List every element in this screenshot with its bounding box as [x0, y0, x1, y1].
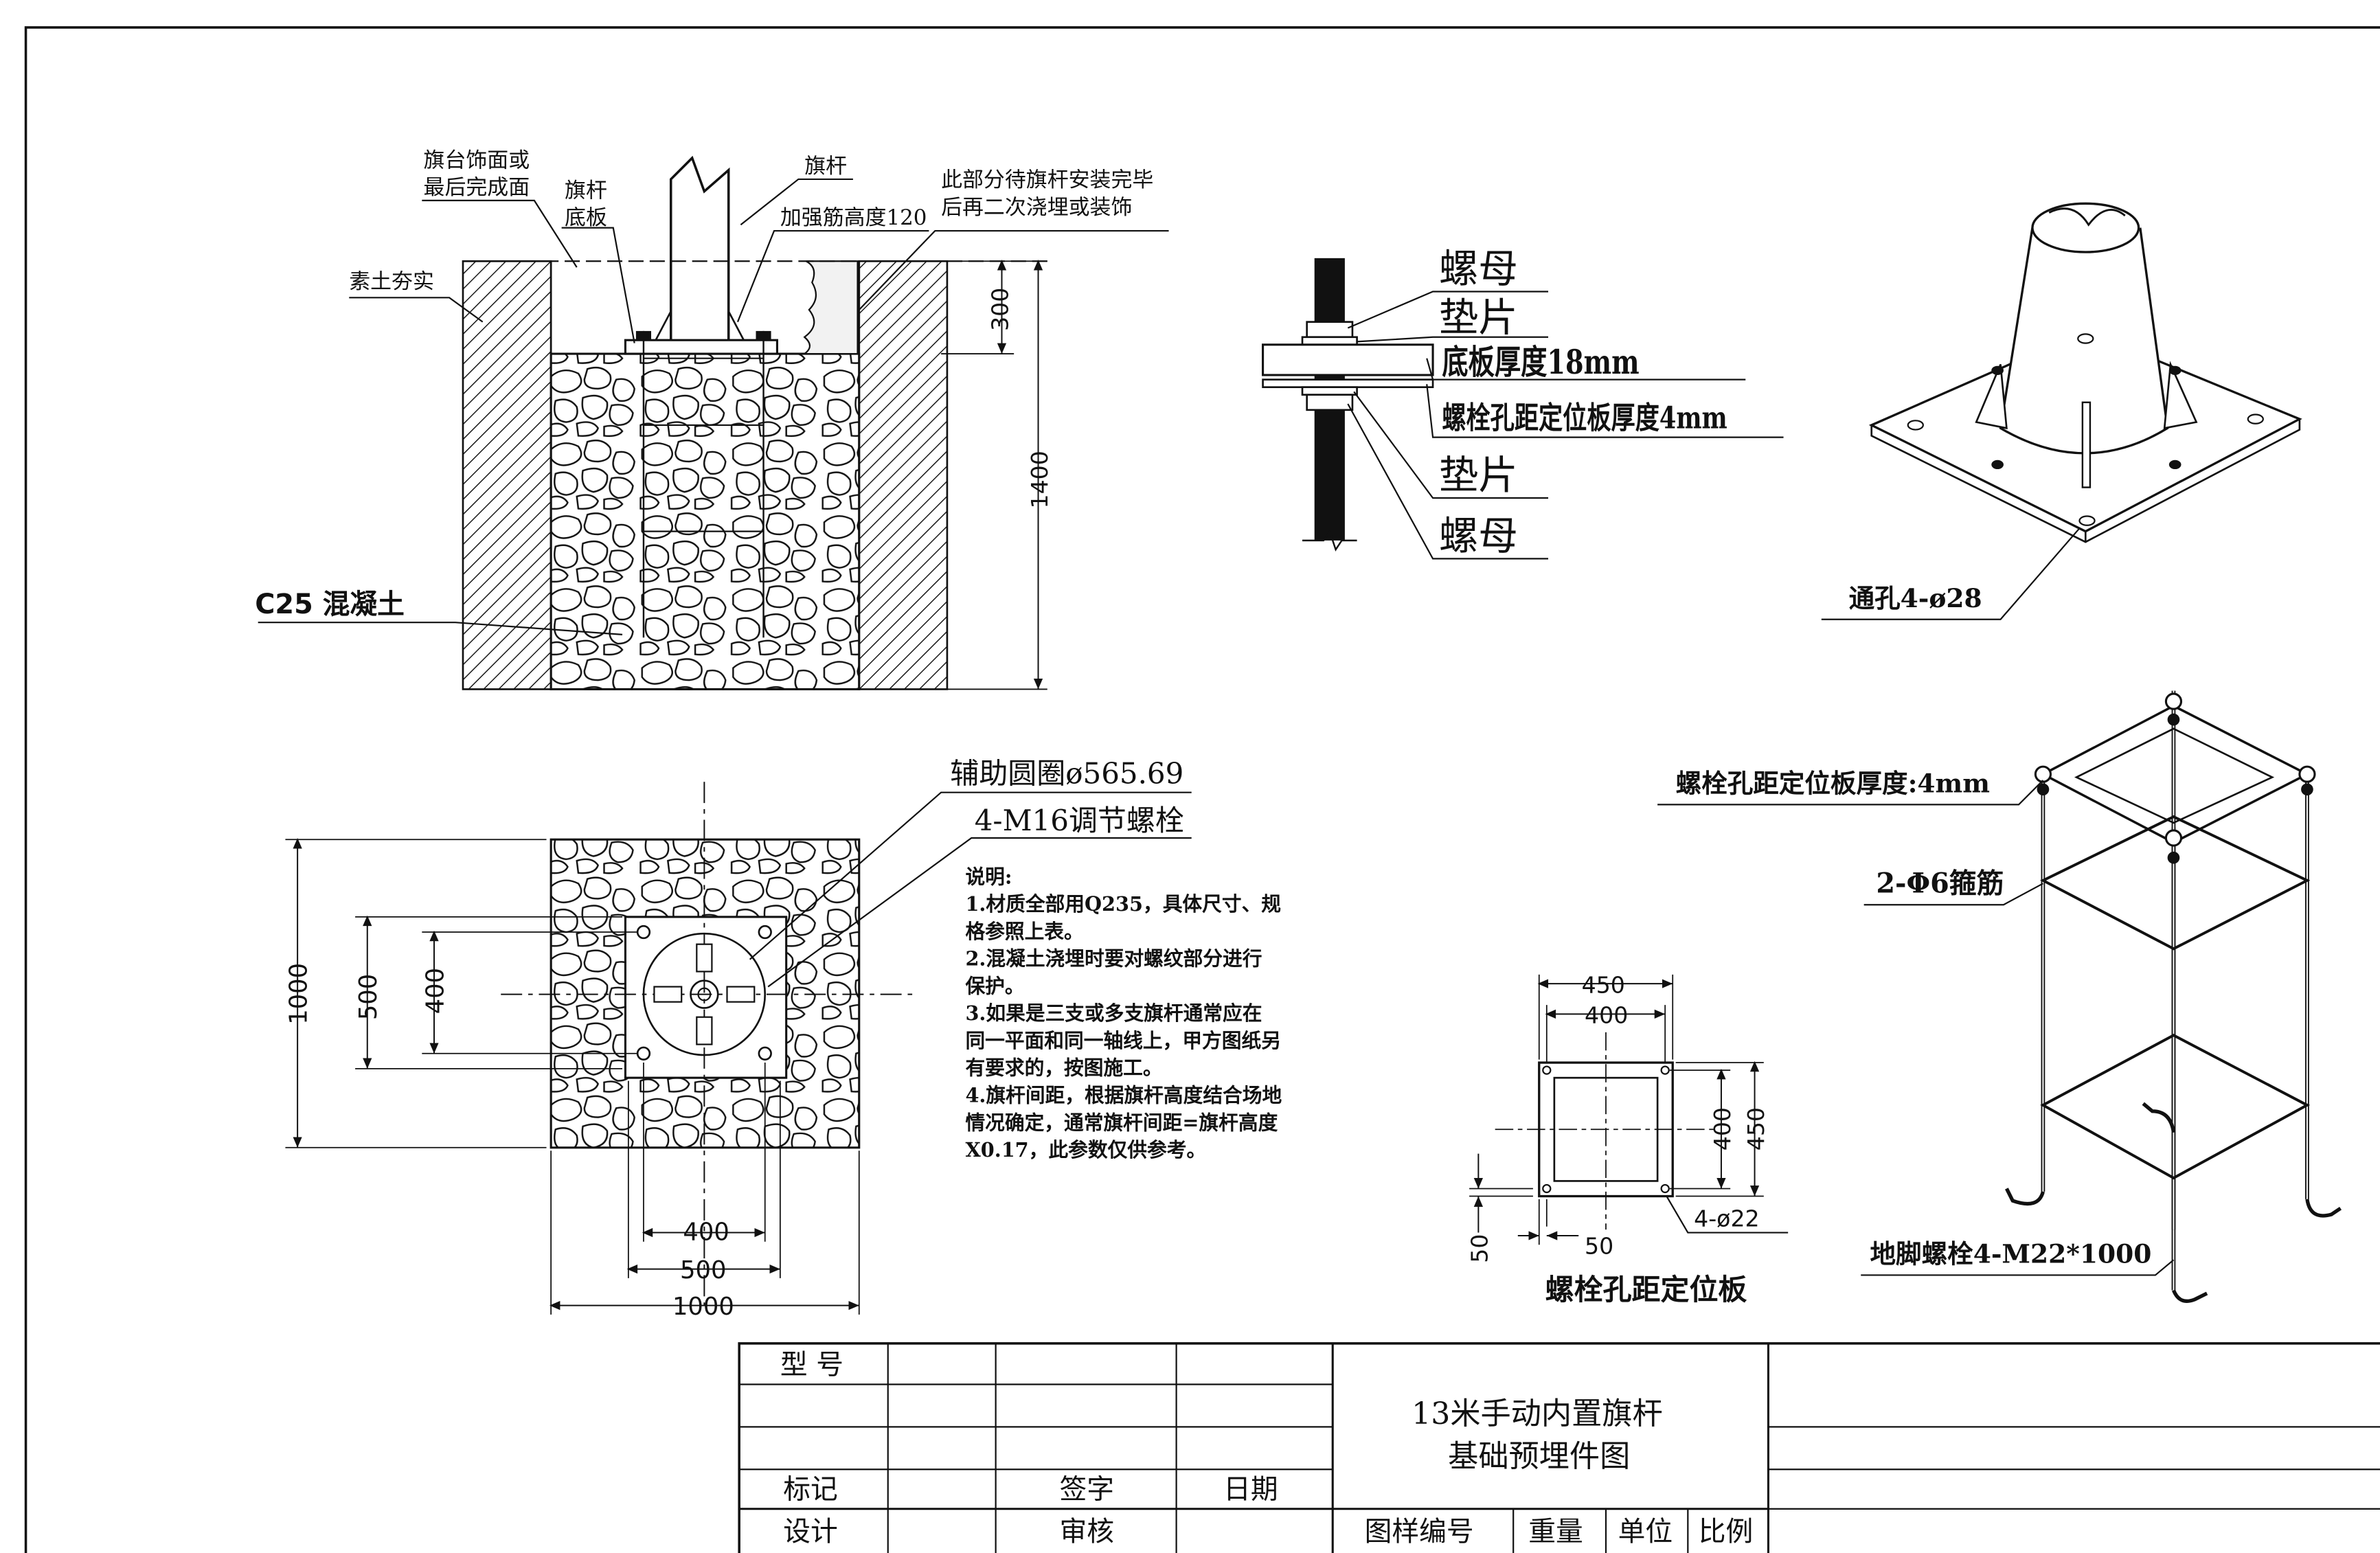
label-concrete: C25 混凝土 — [255, 589, 405, 620]
note-line: 2.混凝土浇埋时要对螺纹部分进行 — [965, 947, 1262, 971]
notes-block: 说明: 1.材质全部用Q235，具体尺寸、规 格参照上表。 2.混凝土浇埋时要对… — [965, 865, 1282, 1161]
base-plate-section — [624, 339, 778, 355]
label-pole-base-2: 底板 — [565, 205, 607, 230]
tb-mark-label: 标记 — [783, 1473, 838, 1505]
dim-450-top: 450 — [1582, 971, 1625, 998]
adjust-bolt — [758, 925, 772, 940]
label-anchor-bolts: 地脚螺栓4-M22*1000 — [1870, 1239, 2152, 1269]
section-view: 旗台饰面或 最后完成面 旗杆 底板 旗杆 加强筋高度120 此部分待旗杆安装完毕… — [255, 148, 1169, 690]
label-adjust-bolts: 4-M16调节螺栓 — [975, 804, 1184, 837]
label-washer-bottom: 垫片 — [1439, 453, 1518, 499]
label-through-holes: 通孔4-ø28 — [1849, 583, 1982, 613]
dim-v-400: 400 — [421, 968, 449, 1014]
label-cage-plate: 螺栓孔距定位板厚度:4mm — [1676, 769, 1990, 799]
label-base-thickness: 底板厚度18mm — [1442, 343, 1639, 382]
tb-weight-label: 重量 — [1528, 1516, 1583, 1548]
soil-hatch-right — [858, 260, 949, 690]
locator-plate-view: 450 400 400 450 50 50 4-ø22 螺栓孔距定位板 — [1466, 971, 1789, 1306]
title-block: 型 号 标记 签字 日期 设计 审核 13米手动内置旗杆 基础预埋件图 图样编号… — [738, 1342, 2380, 1553]
tb-sign-label: 签字 — [1059, 1473, 1114, 1505]
note-line: 保护。 — [965, 974, 1024, 997]
iso-base-plate: 通孔4-ø28 — [1821, 202, 2302, 620]
dim-400-top: 400 — [1585, 1002, 1628, 1029]
tb-design-label: 设计 — [783, 1516, 838, 1548]
sheet-border — [24, 26, 2380, 1553]
bolt-detail: 螺母 垫片 底板厚度18mm 螺栓孔距定位板厚度4mm 垫片 螺母 — [1262, 246, 1784, 560]
label-washer-top: 垫片 — [1439, 295, 1518, 341]
dim-450-side: 450 — [1743, 1107, 1769, 1150]
anchor-cage: 螺栓孔距定位板厚度:4mm 2-Φ6箍筋 地脚螺栓4-M22*1000 — [1657, 690, 2342, 1303]
label-pole: 旗杆 — [804, 154, 847, 179]
tb-scale-label: 比例 — [1699, 1516, 1754, 1548]
label-locator-thickness: 螺栓孔距定位板厚度4mm — [1442, 400, 1727, 435]
label-locator-holes: 4-ø22 — [1694, 1205, 1759, 1232]
dim-v-500: 500 — [354, 974, 383, 1020]
stirrup-ring — [2040, 1034, 2311, 1180]
dim-50-left: 50 — [1466, 1234, 1493, 1263]
tb-drawing-no-label: 图样编号 — [1365, 1516, 1474, 1548]
dim-h-500: 500 — [680, 1256, 726, 1284]
label-secondary-pour-2: 后再二次浇埋或装饰 — [941, 195, 1132, 220]
dim-h-400: 400 — [683, 1218, 729, 1247]
dim-depth-300: 300 — [986, 288, 1013, 331]
label-rib-height: 加强筋高度120 — [780, 205, 927, 230]
note-line: 同一平面和同一轴线上，甲方图纸另 — [965, 1029, 1281, 1052]
note-line: 3.如果是三支或多支旗杆通常应在 — [965, 1001, 1262, 1025]
base-plate-detail — [1262, 343, 1434, 376]
dim-50-bottom: 50 — [1585, 1232, 1613, 1259]
plan-view: 辅助圆圈ø565.69 4-M16调节螺栓 1000 500 400 400 5… — [284, 756, 1192, 1321]
label-stirrup: 2-Φ6箍筋 — [1876, 868, 2004, 900]
tb-review-label: 审核 — [1059, 1516, 1114, 1548]
label-aux-circle: 辅助圆圈ø565.69 — [950, 756, 1183, 790]
note-line: 情况确定，通常旗杆间距=旗杆高度 — [965, 1111, 1278, 1134]
tb-date-label: 日期 — [1223, 1473, 1278, 1505]
label-compacted-soil: 素土夯实 — [349, 269, 434, 294]
tb-unit-label: 单位 — [1618, 1516, 1673, 1548]
soil-hatch-left — [462, 260, 552, 690]
dim-h-1000: 1000 — [672, 1293, 734, 1321]
label-finish-surface-1: 旗台饰面或 — [424, 148, 530, 172]
note-line: 格参照上表。 — [965, 920, 1083, 943]
label-nut-top: 螺母 — [1439, 246, 1518, 292]
note-line: 1.材质全部用Q235，具体尺寸、规 — [965, 892, 1281, 916]
note-line: 4.旗杆间距，根据旗杆高度结合场地 — [965, 1084, 1282, 1107]
dim-400-side: 400 — [1709, 1107, 1736, 1150]
note-line: 有要求的，按图施工。 — [965, 1056, 1162, 1080]
flagpole-section — [669, 155, 730, 341]
dim-v-1000: 1000 — [284, 963, 313, 1025]
secondary-pour-fill — [802, 260, 859, 355]
stirrup-ring — [2040, 815, 2311, 951]
concrete-stone-fill — [549, 352, 861, 690]
adjust-bolt — [758, 1046, 772, 1061]
aux-circle — [642, 932, 767, 1056]
notes-title: 说明: — [965, 865, 1012, 888]
note-line: X0.17，此参数仅供参考。 — [965, 1138, 1206, 1161]
tb-model-label: 型 号 — [780, 1349, 843, 1381]
label-secondary-pour-1: 此部分待旗杆安装完毕 — [941, 168, 1153, 192]
dim-total-1400: 1400 — [1026, 451, 1053, 508]
label-finish-surface-2: 最后完成面 — [424, 175, 530, 200]
locator-plate-caption: 螺栓孔距定位板 — [1545, 1273, 1747, 1306]
tb-title-line2: 基础预埋件图 — [1448, 1439, 1630, 1474]
label-pole-base-1: 旗杆 — [565, 178, 607, 203]
label-nut-bottom: 螺母 — [1439, 513, 1518, 559]
tb-title-line1: 13米手动内置旗杆 — [1412, 1396, 1663, 1431]
